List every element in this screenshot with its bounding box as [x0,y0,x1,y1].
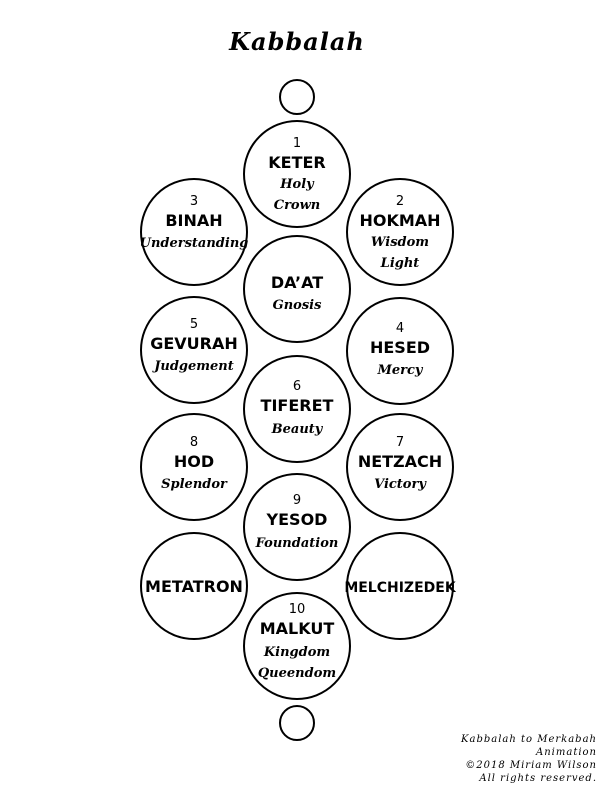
credit-block: Kabbalah to Merkabah Animation ©2018 Mir… [460,734,597,784]
svg-text:©2018 Miriam Wilson: ©2018 Miriam Wilson [465,760,597,771]
sephirah-hokmah: 2 HOKMAH Wisdom Light [346,178,454,286]
svg-text:MELCHIZEDEK: MELCHIZEDEK [344,580,457,596]
sephirah-gevurah: 5 GEVURAH Judgement [140,296,248,404]
svg-text:Crown: Crown [274,198,321,213]
svg-text:Animation: Animation [535,747,597,758]
svg-text:6: 6 [293,379,301,394]
svg-text:Understanding: Understanding [140,236,249,251]
svg-text:KETER: KETER [268,153,326,172]
svg-text:GEVURAH: GEVURAH [150,334,238,353]
svg-text:Mercy: Mercy [377,363,424,378]
svg-text:Splendor: Splendor [161,477,228,492]
svg-text:YESOD: YESOD [266,510,328,529]
svg-text:HESED: HESED [370,338,430,357]
svg-text:All rights reserved.: All rights reserved. [478,773,597,784]
page-title: Kabbalah [228,27,365,56]
svg-text:Holy: Holy [279,177,315,192]
svg-text:9: 9 [293,493,301,508]
circle-metatron: METATRON [140,532,248,640]
svg-text:Judgement: Judgement [151,359,234,374]
svg-text:HOD: HOD [174,452,214,471]
svg-text:Foundation: Foundation [255,536,339,551]
svg-text:2: 2 [396,194,404,209]
svg-text:8: 8 [190,435,198,450]
svg-text:BINAH: BINAH [165,211,222,230]
svg-text:HOKMAH: HOKMAH [359,211,440,230]
svg-text:Kabbalah to Merkabah: Kabbalah to Merkabah [460,734,597,745]
top-small-circle [279,79,315,115]
circle-melchizedek: MELCHIZEDEK [344,532,457,640]
svg-text:10: 10 [289,602,306,617]
svg-text:Beauty: Beauty [271,422,324,437]
sephirah-hesed: 4 HESED Mercy [346,297,454,405]
svg-text:TIFERET: TIFERET [261,396,334,415]
svg-text:Wisdom: Wisdom [371,235,429,250]
sephirah-hod: 8 HOD Splendor [140,413,248,521]
sephirah-yesod: 9 YESOD Foundation [243,473,351,581]
sephirah-netzach: 7 NETZACH Victory [346,413,454,521]
svg-text:MALKUT: MALKUT [260,619,335,638]
svg-text:Queendom: Queendom [258,666,336,681]
sephirah-tiferet: 6 TIFERET Beauty [243,355,351,463]
sephirah-daat: DA’AT Gnosis [243,235,351,343]
svg-text:METATRON: METATRON [145,577,243,596]
svg-text:Victory: Victory [374,477,427,492]
sephirah-keter: 1 KETER Holy Crown [243,120,351,228]
sephirah-malkut: 10 MALKUT Kingdom Queendom [243,592,351,700]
svg-text:7: 7 [396,435,404,450]
svg-text:5: 5 [190,317,198,332]
svg-text:1: 1 [293,136,301,151]
sephirah-binah: 3 BINAH Understanding [140,178,249,286]
svg-text:Gnosis: Gnosis [273,298,322,313]
svg-text:4: 4 [396,321,404,336]
bottom-small-circle [279,705,315,741]
svg-text:NETZACH: NETZACH [358,452,442,471]
svg-text:Light: Light [380,256,420,271]
svg-text:Kingdom: Kingdom [263,645,330,660]
svg-text:DA’AT: DA’AT [271,273,323,292]
svg-text:3: 3 [190,194,198,209]
